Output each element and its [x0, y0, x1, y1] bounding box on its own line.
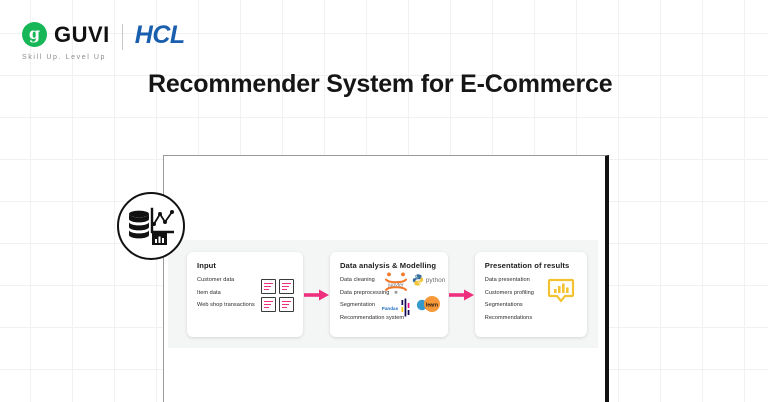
guvi-mark-icon: g	[22, 22, 47, 47]
card-data-analysis-item-0: Data cleaning	[339, 277, 375, 283]
svg-text:jupyter: jupyter	[387, 283, 404, 289]
pandas-label: Pandas	[381, 305, 399, 311]
card-input-item-1: Item data	[197, 289, 221, 296]
document-icon	[278, 297, 294, 312]
document-icon	[260, 279, 276, 294]
arrow-right-icon	[303, 289, 330, 301]
arrow-right-icon	[448, 289, 475, 301]
page-title: Recommender System for E-Commerce	[148, 70, 613, 98]
pandas-logo: Pandas	[382, 298, 411, 318]
card-data-analysis-title: Data analysis & Modelling	[339, 261, 437, 270]
guvi-tagline: Skill Up. Level Up	[22, 54, 107, 61]
brand-logobar: g GUVI Skill Up. Level Up HCL	[22, 22, 185, 61]
data-analytics-glyph	[129, 207, 174, 245]
card-data-analysis[interactable]: Data analysis & Modelling Data cleaning …	[329, 252, 448, 337]
card-presentation-item-0: Data presentation	[484, 277, 530, 283]
document-icon	[260, 297, 276, 312]
scikit-learn-logo: learn	[414, 296, 442, 319]
card-data-analysis-item-1: Data preprocessing	[339, 289, 390, 296]
guvi-logo: g GUVI Skill Up. Level Up	[22, 22, 110, 61]
card-input[interactable]: Input Customer data Item data Web shop t…	[187, 252, 303, 337]
logo-divider	[121, 24, 123, 50]
guvi-logo-row: g GUVI	[22, 22, 110, 47]
card-presentation-item-3: Recommendations	[484, 314, 533, 321]
card-presentation[interactable]: Presentation of results Data presentatio…	[474, 252, 587, 337]
document-icon	[278, 279, 294, 294]
python-label: python	[425, 276, 446, 284]
card-data-analysis-item-2: Segmentation	[339, 302, 376, 309]
tool-logos: jupyter python Pandas	[382, 272, 446, 328]
card-presentation-item-2: Segmentations	[484, 302, 523, 309]
card-input-title: Input	[197, 261, 217, 270]
process-flow: Input Customer data Item data Web shop t…	[187, 252, 587, 337]
guvi-wordmark: GUVI	[54, 21, 110, 47]
card-presentation-item-1: Customers profiling	[484, 289, 534, 296]
svg-text:learn: learn	[426, 303, 438, 309]
card-input-item-2: Web shop transactions	[197, 302, 255, 309]
power-bi-icon	[547, 278, 575, 309]
data-analytics-icon	[117, 192, 185, 260]
card-data-analysis-item-3: Recommendation system	[339, 314, 405, 321]
documents-grid-icon	[260, 279, 294, 312]
card-input-item-0: Customer data	[197, 277, 235, 283]
hcl-wordmark: HCL	[134, 21, 185, 49]
card-presentation-title: Presentation of results	[484, 261, 570, 270]
jupyter-logo: jupyter	[384, 272, 408, 299]
python-logo: python	[412, 274, 446, 286]
